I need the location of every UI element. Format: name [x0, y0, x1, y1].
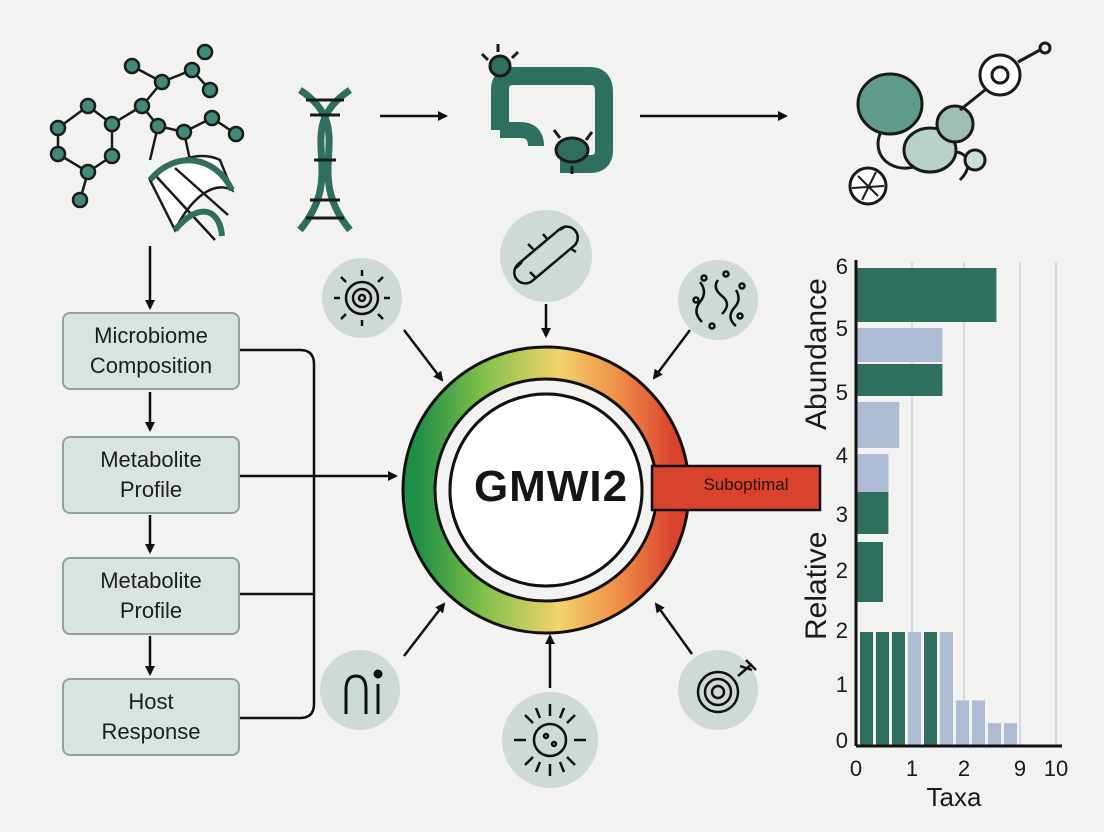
target-microbe-icon — [678, 650, 758, 730]
y-tick-label: 3 — [836, 502, 848, 527]
y-tick-label: 1 — [836, 672, 848, 697]
x-tick-labels: 0 1 2 9 10 — [850, 756, 1068, 781]
x-axis-title: Taxa — [927, 782, 982, 812]
horizontal-bar — [856, 268, 997, 322]
vertical-bar — [972, 700, 985, 746]
sun-microbe-icon — [502, 692, 598, 788]
box-line: Host — [128, 689, 174, 714]
y-axis-title-top: Abundance — [800, 278, 833, 430]
flow-connectors — [145, 246, 398, 720]
x-tick-label: 0 — [850, 756, 862, 781]
vertical-bar — [940, 632, 953, 746]
y-tick-label: 5 — [836, 316, 848, 341]
horizontal-bar — [856, 364, 943, 396]
horizontal-bars — [856, 268, 997, 602]
vertical-bar — [988, 723, 1001, 746]
y-tick-label: 0 — [836, 728, 848, 753]
box-line: Metabolite — [100, 568, 202, 593]
vertical-bar — [860, 632, 873, 746]
vertical-bar — [956, 700, 969, 746]
vertical-bar — [892, 632, 905, 746]
microbe-cluster-icon — [678, 260, 758, 340]
vertical-bar — [1004, 723, 1017, 746]
y-tick-label: 4 — [836, 443, 848, 468]
horizontal-bar — [856, 542, 883, 602]
spiral-bacteria-icon — [320, 650, 400, 730]
horizontal-bar — [856, 454, 889, 492]
vertical-bar — [908, 632, 921, 746]
vertical-bar — [924, 632, 937, 746]
abundance-chart: 0 1 2 2 3 4 5 5 6 0 1 2 9 10 Abundance Relative Taxa — [800, 254, 1068, 812]
suboptimal-label: Suboptimal — [703, 475, 789, 494]
cell-network-icon — [848, 41, 1052, 206]
x-tick-label: 1 — [906, 756, 918, 781]
vertical-bar — [876, 632, 889, 746]
molecule-dna-icon — [49, 43, 245, 241]
horizontal-bar — [856, 328, 943, 362]
y-tick-label: 2 — [836, 618, 848, 643]
vertical-bars — [860, 632, 1017, 746]
y-tick-label: 5 — [836, 380, 848, 405]
box-line: Composition — [89, 353, 213, 378]
x-tick-label: 10 — [1044, 756, 1068, 781]
dna-helix-icon — [297, 87, 353, 233]
x-tick-label: 9 — [1014, 756, 1026, 781]
y-tick-label: 6 — [836, 254, 848, 279]
bacillus-bacterium-icon — [500, 210, 592, 302]
box-line: Profile — [119, 598, 183, 623]
intestine-icon — [480, 44, 613, 174]
horizontal-bar — [856, 492, 889, 534]
gmwi2-label: GMWI2 — [473, 462, 629, 511]
virus-icon — [322, 258, 402, 338]
y-tick-labels: 0 1 2 2 3 4 5 5 6 — [836, 254, 848, 753]
box-line: Microbiome — [94, 323, 208, 348]
x-tick-label: 2 — [958, 756, 970, 781]
box-line: Profile — [119, 477, 183, 502]
suboptimal-banner — [650, 464, 822, 512]
y-tick-label: 2 — [836, 558, 848, 583]
y-axis-title-bottom: Relative — [800, 532, 833, 640]
box-line: Metabolite — [100, 447, 202, 472]
horizontal-bar — [856, 402, 900, 448]
box-line: Response — [101, 719, 201, 744]
